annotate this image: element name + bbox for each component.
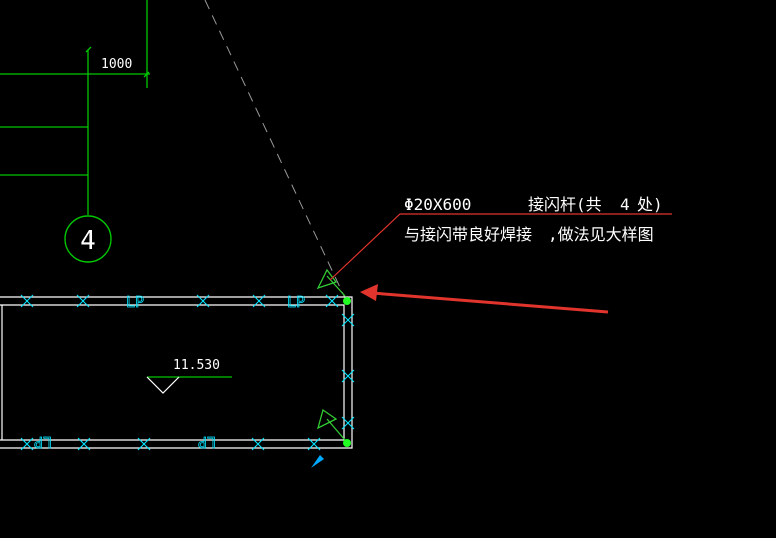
conductor-cross-mark: [137, 437, 151, 451]
annotation-desc: 接闪杆(共: [528, 195, 602, 214]
conductor-cross-mark: [341, 369, 355, 383]
dimension-1000: 1000: [101, 57, 132, 72]
annotation-leader: [329, 213, 672, 281]
annotation-count: 4: [620, 195, 630, 214]
conductor-cross-mark: [325, 294, 339, 308]
dashed-guide-line: [204, 0, 346, 299]
lp-tags: LP LP LP LP: [34, 293, 306, 452]
direction-marker-icon: [311, 455, 324, 468]
annotation-text: Φ20X600 接闪杆(共 4 处) 与接闪带良好焊接 ,做法见大样图: [404, 195, 663, 244]
annotation-spec: Φ20X600: [404, 195, 471, 214]
connection-node-icon: [343, 297, 351, 305]
red-arrow-icon: [360, 284, 609, 314]
lp-tag-bottom-2: LP: [198, 433, 216, 451]
air-terminal-icon: [316, 268, 346, 297]
annotation-line2b: ,做法见大样图: [548, 225, 654, 244]
conductor-cross-mark: [341, 416, 355, 430]
lightning-conductor: [20, 294, 355, 451]
conductor-cross-mark: [20, 437, 34, 451]
conductor-cross-mark: [251, 437, 265, 451]
grid-lines: [0, 0, 150, 215]
conductor-cross-mark: [307, 437, 321, 451]
elevation-value: 11.530: [173, 358, 220, 373]
conductor-cross-mark: [252, 294, 266, 308]
annotation-line2a: 与接闪带良好焊接: [404, 225, 532, 244]
conductor-cross-mark: [20, 294, 34, 308]
conductor-cross-mark: [341, 313, 355, 327]
lp-tag-top-2: LP: [287, 293, 305, 311]
connection-node-icon: [343, 439, 351, 447]
conductor-cross-mark: [196, 294, 210, 308]
axis-bubble-label: 4: [80, 226, 96, 256]
lp-tag-top-1: LP: [126, 293, 144, 311]
axis-bubble-4: 4: [64, 215, 112, 263]
annotation-end: 处): [637, 195, 663, 214]
lp-tag-bottom-1: LP: [34, 433, 52, 451]
conductor-cross-mark: [76, 294, 90, 308]
conductor-cross-mark: [77, 437, 91, 451]
elevation-marker: 11.530: [146, 358, 232, 394]
air-terminal-icon: [316, 408, 346, 441]
